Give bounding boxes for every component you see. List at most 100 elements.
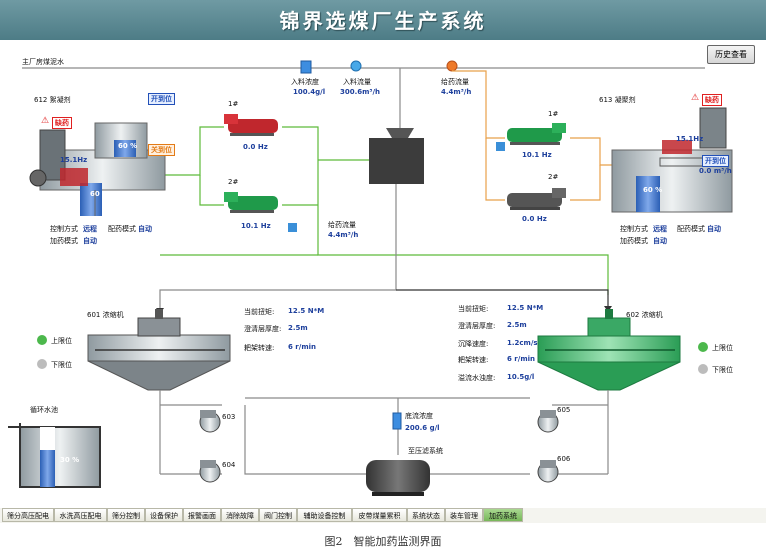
pump-604-label: 604 — [222, 461, 236, 469]
main-pipe-label: 主厂房煤泥水 — [22, 58, 64, 66]
bottom-flow-label: 底流浓度 — [405, 412, 433, 420]
dosing-flow-left-value: 4.4m³/h — [328, 231, 359, 239]
feed-concentration-value: 100.4g/l — [293, 88, 326, 96]
pump-right-1-id: 1# — [548, 110, 559, 118]
t602-upper-limit: 上限位 — [712, 344, 733, 352]
pump-605[interactable] — [537, 410, 559, 433]
tab-system-status[interactable]: 系统状态 — [407, 508, 445, 522]
dosing-flow-left-label: 给药流量 — [328, 221, 356, 229]
pump-left-2-id: 2# — [228, 178, 239, 186]
tank-612-dosing-unit — [60, 168, 88, 186]
tab-loading-management[interactable]: 装车管理 — [445, 508, 483, 522]
pump-right-2[interactable] — [507, 188, 566, 210]
pump-606-label: 606 — [557, 455, 571, 463]
t602-row-0-value: 12.5 N*M — [507, 304, 544, 312]
pump-left-2[interactable] — [224, 192, 278, 213]
tank-612-dosing-mode-label: 加药模式 — [50, 237, 78, 245]
t601-row-0-value: 12.5 N*M — [288, 307, 325, 315]
tab-valve-control[interactable]: 阀门控制 — [259, 508, 297, 522]
mixing-hopper — [386, 128, 414, 138]
nav-tabs: 筛分高压配电 水洗高压配电 筛分控制 设备保护 报警画面 消除故障 阀门控制 辅… — [0, 508, 766, 523]
pump-left-2-checkbox[interactable] — [288, 223, 297, 232]
tank-612-lower-level: 60 % — [90, 190, 110, 198]
tank-613-dosing-mode: 自动 — [653, 237, 667, 245]
tank-612-level-upper — [114, 140, 136, 157]
t602-row-3-value: 6 r/min — [507, 355, 535, 363]
page-title: 锦界选煤厂生产系统 — [279, 9, 487, 33]
tank-612-open-tag: 开到位 — [148, 93, 175, 105]
t602-row-0-label: 当前扭矩: — [458, 305, 489, 313]
tank-613-dosing-mode-label: 加药模式 — [620, 237, 648, 245]
pump-606[interactable] — [537, 460, 559, 483]
circulation-tank-level: 30 % — [60, 456, 80, 464]
pump-left-1-freq: 0.0 Hz — [243, 143, 268, 151]
t602-row-1-label: 澄清层厚度: — [458, 322, 496, 330]
t602-row-4-value: 10.5g/l — [507, 373, 535, 381]
t601-row-1-value: 2.5m — [288, 324, 308, 332]
tank-613-flow: 0.0 m³/h — [699, 167, 732, 175]
601-lower-limit-indicator — [37, 359, 47, 369]
thickener-601[interactable] — [87, 309, 231, 391]
t602-row-2-value: 1.2cm/s — [507, 339, 538, 347]
pump-603-label: 603 — [222, 413, 236, 421]
filter-press-label: 至压滤系统 — [408, 447, 443, 455]
t602-row-4-label: 溢流水浊度: — [458, 374, 496, 382]
underflow-main — [244, 405, 530, 475]
602-lower-limit-indicator — [698, 364, 708, 374]
tab-screening-control[interactable]: 筛分控制 — [107, 508, 145, 522]
tank-612-motor — [29, 169, 47, 187]
tank-613-level: 60 % — [643, 186, 663, 194]
pipe-left-lower — [199, 175, 224, 206]
feed-flow-value: 300.6m³/h — [340, 88, 381, 96]
history-view-button[interactable]: 历史查看 — [707, 45, 755, 64]
pump-left-1[interactable] — [224, 114, 278, 136]
feed-concentration-label: 入料浓度 — [291, 78, 319, 86]
pump-right-1-checkbox[interactable] — [496, 142, 505, 151]
pipe-box-left — [159, 184, 397, 310]
thickener-602[interactable] — [537, 309, 681, 391]
t601-row-2-label: 耙架转速: — [244, 344, 275, 352]
t602-row-1-value: 2.5m — [507, 321, 527, 329]
title-bar: 锦界选煤厂生产系统 — [0, 0, 766, 40]
circulation-tank[interactable] — [8, 423, 101, 488]
pump-right-2-id: 2# — [548, 173, 559, 181]
602-upper-limit-indicator — [698, 342, 708, 352]
tab-washing-hv[interactable]: 水洗高压配电 — [54, 508, 107, 522]
filter-press[interactable] — [366, 460, 430, 496]
tab-equipment-protection[interactable]: 设备保护 — [145, 508, 183, 522]
tank-613-alarm-icon: ⚠ — [691, 93, 700, 103]
tank-612-name: 612 絮凝剂 — [34, 96, 71, 104]
thickener-601-name: 601 浓缩机 — [87, 311, 124, 319]
tab-aux-equipment[interactable]: 辅助设备控制 — [297, 508, 352, 522]
t602-row-2-label: 沉降速度: — [458, 340, 489, 348]
pump-right-1[interactable] — [507, 123, 566, 145]
tank-613-control-mode-label: 控制方式 — [620, 225, 648, 233]
t601-row-0-label: 当前扭矩: — [244, 308, 275, 316]
pipe-box-right — [396, 289, 609, 308]
thickener-602-name: 602 浓缩机 — [626, 311, 663, 319]
tank-612-dosing-mode: 自动 — [83, 237, 97, 245]
tab-clear-faults[interactable]: 消除故障 — [221, 508, 259, 522]
t601-lower-limit: 下限位 — [51, 361, 72, 369]
dosing-flow-top-label: 给药流量 — [441, 78, 469, 86]
tab-belt-coal[interactable]: 皮带煤量累积 — [352, 508, 407, 522]
tank-613-level — [636, 176, 660, 212]
figure-caption: 图2 智能加药监测界面 — [324, 535, 442, 548]
feed-flow-meter — [350, 60, 362, 72]
circulation-tank-name: 循环水池 — [30, 406, 58, 414]
tank-613-name: 613 凝聚剂 — [599, 96, 636, 104]
tab-screening-hv[interactable]: 筛分高压配电 — [2, 508, 54, 522]
t601-row-2-value: 6 r/min — [288, 343, 316, 351]
dosing-flow-meter — [446, 60, 458, 72]
tank-612-level-lower — [80, 183, 102, 216]
pump-604[interactable] — [199, 460, 221, 483]
pump-605-label: 605 — [557, 406, 571, 414]
pump-603[interactable] — [199, 410, 221, 433]
feed-concentration-meter — [300, 60, 312, 74]
pump-right-1-freq: 10.1 Hz — [522, 151, 552, 159]
tank-612-control-mode: 远程 — [83, 225, 97, 233]
tab-alarm-screen[interactable]: 报警画面 — [183, 508, 221, 522]
tab-dosing-system[interactable]: 加药系统 — [483, 508, 523, 522]
t602-lower-limit: 下限位 — [712, 366, 733, 374]
